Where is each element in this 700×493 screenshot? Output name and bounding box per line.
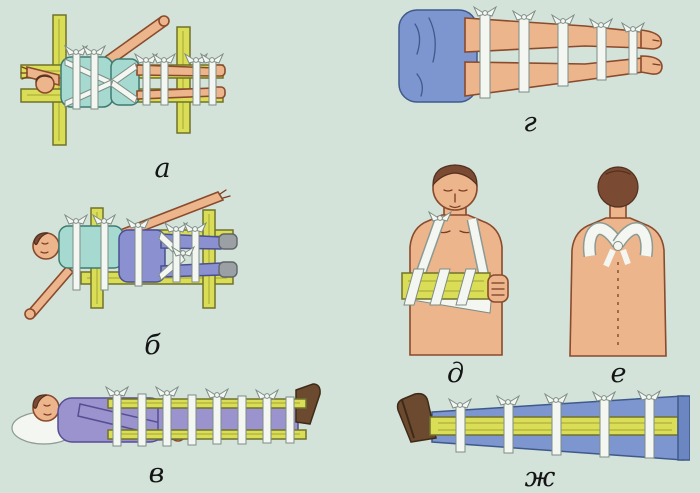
panel-e: е: [556, 158, 681, 387]
panel-d: д: [388, 155, 523, 387]
foot-bottom: [640, 55, 663, 75]
bandage-bands: [105, 386, 295, 447]
figure-b-body-tied-to-boards-illustration: [24, 189, 238, 320]
hip-edge: [677, 395, 690, 461]
figure-eight-bandage: [582, 222, 654, 268]
figure-d-arm-sling-front-illustration: [401, 164, 509, 356]
foot-top: [640, 29, 663, 50]
figure-v-label: в: [148, 458, 165, 489]
figure-e-label: е: [610, 358, 627, 389]
panel-zh: ж: [390, 390, 690, 491]
panel-g: г: [395, 4, 665, 136]
forearm-splint: [401, 211, 509, 306]
tie-straps: [448, 390, 661, 459]
figure-g-legs-bound-together-illustration: [398, 6, 663, 103]
figure-d-label: д: [446, 358, 465, 389]
boot: [295, 383, 321, 425]
figure-g-label: г: [523, 107, 537, 138]
head-back: [597, 166, 639, 208]
figure-a-body-on-splint-frame-illustration: [20, 14, 226, 146]
figure-e-shoulder-bandage-back-illustration: [569, 166, 667, 357]
panel-b: б: [15, 182, 240, 359]
figure-zh-label: ж: [524, 462, 556, 493]
tie-straps: [64, 214, 207, 291]
figure-b-label: б: [144, 330, 161, 361]
boot: [396, 392, 437, 443]
figure-a-label: а: [154, 153, 171, 184]
panel-a: а: [15, 5, 230, 182]
bandage-ties: [473, 6, 645, 99]
figure-zh-leg-board-splint-illustration: [396, 390, 690, 461]
harness-straps: [64, 45, 224, 110]
panel-v: в: [8, 372, 333, 487]
figure-v-lying-patient-leg-splint-illustration: [11, 383, 321, 447]
